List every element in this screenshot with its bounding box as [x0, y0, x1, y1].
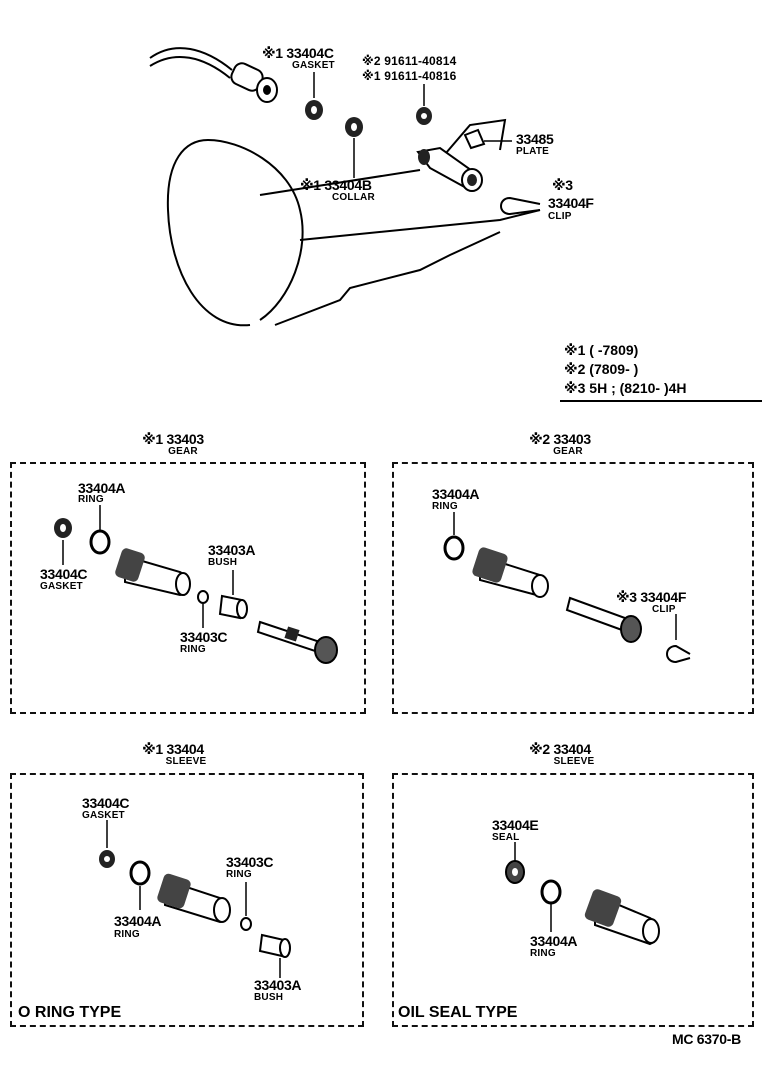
sleeve2-seal-drawing [505, 842, 525, 884]
top-plate-part-number: 33485 [516, 131, 554, 147]
gear2-ring-part-name: RING [432, 501, 458, 512]
sleeve1-sleeve-drawing [157, 873, 231, 924]
top-plate-part-name: PLATE [516, 146, 550, 157]
gear1-ring2-part-name: RING [180, 644, 206, 655]
transmission-case-drawing [166, 118, 541, 327]
sleeve2-ring-part-number: 33404A [530, 933, 578, 949]
top-collar-drawing [345, 117, 363, 178]
sleeve1-ring-drawing [129, 860, 151, 910]
gear1-shaft-drawing [256, 620, 338, 664]
gear2-clip-part-number: ※3 33404F [616, 589, 687, 605]
sleeve1-ring-part-number: 33404A [114, 913, 162, 929]
sleeve1-ring2-part-number: 33403C [226, 854, 274, 870]
gear1-oring-drawing [197, 590, 209, 628]
speedometer-cable-drawing [149, 47, 278, 103]
top-gasket-part-number: ※1 33404C [262, 45, 334, 61]
gear1-title-number: ※1 33403 [142, 431, 204, 447]
sleeve2-type-label: OIL SEAL TYPE [398, 1004, 518, 1021]
legend-row-2: ※2 (7809- ) [564, 361, 639, 377]
gear2-sleeve-drawing [472, 547, 549, 598]
gear2-clip-part-name: CLIP [652, 604, 676, 615]
sleeve1-gasket-part-name: GASKET [82, 810, 125, 821]
sleeve1-bush-drawing [258, 933, 291, 978]
sleeve1-title-number: ※1 33404 [142, 741, 204, 757]
top-clip-part-number: 33404F [548, 195, 594, 211]
sleeve2-ring-drawing [540, 879, 562, 932]
sleeve1-oring-drawing [240, 882, 252, 931]
top-clip-part-name: CLIP [548, 211, 572, 222]
gear2-box [392, 462, 754, 714]
sleeve2-seal-part-name: SEAL [492, 832, 520, 843]
gear1-ring2-part-number: 33403C [180, 629, 228, 645]
gear2-title-number: ※2 33403 [529, 431, 591, 447]
gear1-sleeve-drawing [115, 548, 191, 597]
sleeve2-ring-part-name: RING [530, 948, 556, 959]
top-plate-drawing [463, 128, 512, 150]
gear1-gasket-part-name: GASKET [40, 581, 83, 592]
top-alt-part-2: ※1 91611-40816 [362, 69, 457, 83]
sleeve2-title-number: ※2 33404 [529, 741, 591, 757]
gear2-ring-drawing [443, 512, 465, 561]
sleeve1-bush-part-name: BUSH [254, 992, 284, 1003]
sleeve2-title-name: SLEEVE [553, 756, 595, 767]
legend-row-1: ※1 ( -7809) [564, 342, 639, 358]
gear2-clip-drawing [666, 614, 691, 664]
top-collar-part-number: ※1 33404B [300, 177, 372, 193]
top-gasket2-drawing [416, 84, 432, 125]
gear1-gasket-drawing [54, 518, 72, 565]
sleeve2-seal-part-number: 33404E [492, 817, 539, 833]
gear1-ring-drawing [89, 505, 111, 555]
gear1-box [10, 462, 366, 714]
gear1-ring-part-number: 33404A [78, 480, 126, 496]
sleeve2-box [392, 773, 754, 1027]
gear1-bush-part-name: BUSH [208, 557, 238, 568]
gear2-shaft-drawing [565, 596, 642, 643]
top-clip-mark: ※3 [552, 177, 573, 193]
gear1-ring-part-name: RING [78, 494, 104, 505]
gear1-bush-part-number: 33403A [208, 542, 256, 558]
sleeve1-ring2-part-name: RING [226, 869, 252, 880]
sleeve1-bush-part-number: 33403A [254, 977, 302, 993]
sleeve1-box [10, 773, 364, 1027]
top-gasket-drawing [305, 72, 323, 120]
top-clip-drawing [500, 196, 541, 216]
gear2-ring-part-number: 33404A [432, 486, 480, 502]
gear1-title-name: GEAR [168, 446, 198, 457]
gear1-gasket-part-number: 33404C [40, 566, 88, 582]
sleeve1-gasket-drawing [99, 820, 115, 868]
top-driven-gear-drawing [416, 146, 483, 192]
top-alt-part-1: ※2 91611-40814 [362, 54, 457, 68]
diagram-code: MC 6370-B [672, 1031, 741, 1047]
sleeve2-sleeve-drawing [584, 889, 660, 946]
sleeve1-ring-part-name: RING [114, 929, 140, 940]
top-collar-part-name: COLLAR [332, 192, 375, 203]
sleeve1-gasket-part-number: 33404C [82, 795, 130, 811]
gear1-bush-drawing [218, 570, 248, 620]
legend-row-3: ※3 5H ; (8210- )4H [564, 380, 687, 396]
gear2-title-name: GEAR [553, 446, 583, 457]
top-gasket-part-name: GASKET [292, 60, 335, 71]
sleeve1-title-name: SLEEVE [165, 756, 207, 767]
sleeve1-type-label: O RING TYPE [18, 1004, 122, 1021]
